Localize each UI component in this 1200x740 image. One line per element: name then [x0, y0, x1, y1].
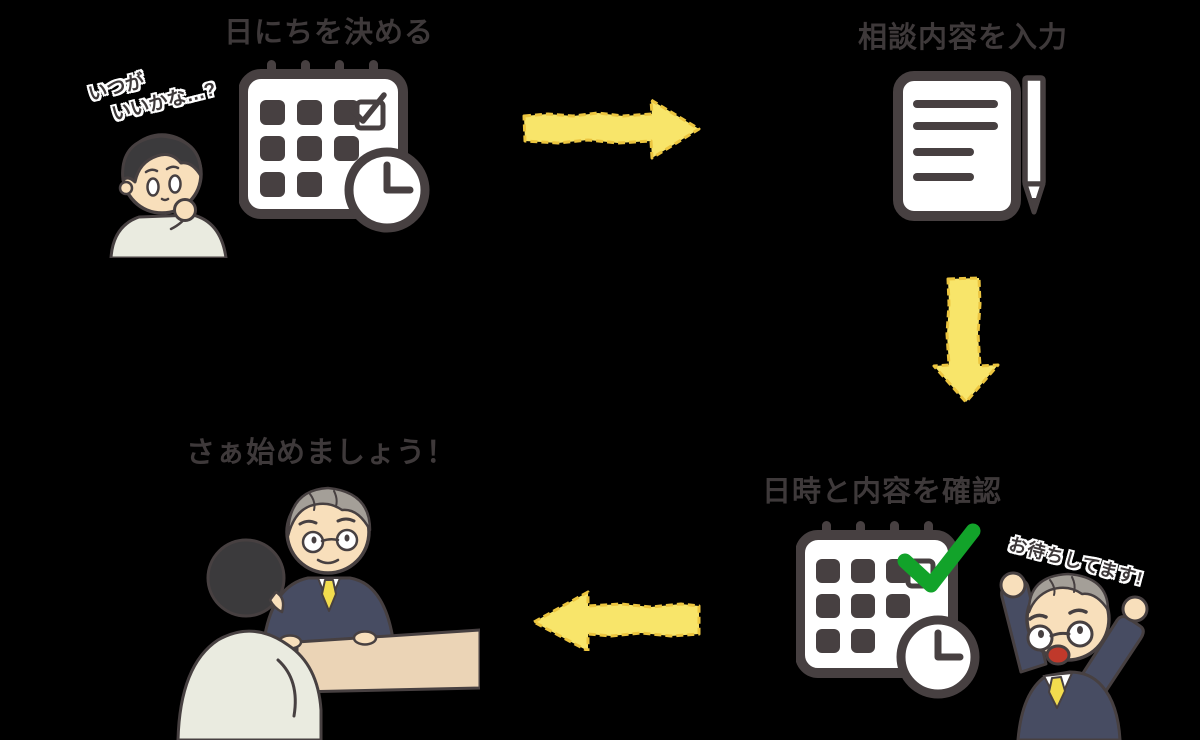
document-body — [893, 71, 1021, 221]
glasses-bridge — [320, 537, 340, 543]
step1-title: 日にちを決める — [224, 17, 435, 49]
clock-icon — [896, 615, 980, 699]
necktie — [321, 579, 337, 612]
customer-body — [176, 629, 323, 740]
ear — [118, 180, 134, 196]
eye — [311, 536, 317, 544]
happy-consultant-illustration — [999, 571, 1149, 740]
document-pen-icon — [893, 71, 1046, 221]
hair — [121, 134, 203, 184]
hand-on-chin — [173, 198, 197, 222]
consultation-scene-illustration — [176, 486, 480, 740]
hand — [1121, 595, 1149, 623]
open-mouth — [1045, 644, 1071, 666]
customer-arm-fold — [276, 658, 297, 718]
gray-hair — [1027, 572, 1110, 614]
arrow-down-icon — [932, 276, 1000, 404]
calendar-clock-icon — [239, 60, 430, 233]
calendar-day-grid — [260, 100, 359, 197]
calendar-checked-clock-icon — [796, 521, 981, 699]
checkmark-icon — [349, 92, 387, 124]
consultant-at-desk-head — [285, 486, 372, 575]
consultant-head — [1025, 572, 1111, 666]
glasses-bridge — [1049, 631, 1071, 638]
eyebrows — [1028, 608, 1088, 621]
thinking-man-head — [118, 133, 203, 215]
eyebrows — [298, 517, 356, 526]
mouth — [160, 197, 170, 202]
gray-hair — [286, 486, 372, 538]
clock-icon — [344, 147, 430, 233]
step4-title: さぁ始めましょう！ — [186, 437, 457, 469]
pen-tip — [1030, 198, 1038, 211]
eye — [146, 177, 160, 197]
customer-back-view — [176, 538, 323, 740]
customer-cheek — [268, 590, 285, 614]
step3-title: 日時と内容を確認 — [762, 476, 1003, 508]
step1-speech-text: いつが いいかな…? — [86, 54, 219, 132]
pen-icon — [1022, 75, 1046, 215]
eye — [168, 174, 182, 194]
eye — [1077, 626, 1083, 634]
hair-strands — [309, 490, 338, 511]
step2-title: 相談内容を入力 — [858, 22, 1069, 54]
document-text-lines — [913, 100, 998, 181]
eye — [1038, 630, 1044, 638]
eyebrow — [144, 168, 159, 174]
arrow-right-icon — [522, 98, 701, 160]
consultant-torso — [1016, 670, 1122, 740]
green-checkmark-icon — [897, 523, 981, 593]
hair-strands — [1049, 576, 1076, 596]
necktie — [1048, 676, 1066, 709]
calendar-day-grid — [816, 559, 910, 653]
hand — [999, 571, 1027, 599]
smile — [316, 558, 340, 565]
thinking-man-illustration — [109, 133, 228, 258]
eye — [344, 534, 350, 542]
arrow-left-icon — [532, 590, 701, 651]
customer-head — [206, 538, 286, 618]
thinking-man-body — [109, 212, 228, 258]
desk — [295, 628, 480, 694]
eyebrow — [165, 165, 180, 171]
glasses-lens — [1026, 624, 1054, 652]
